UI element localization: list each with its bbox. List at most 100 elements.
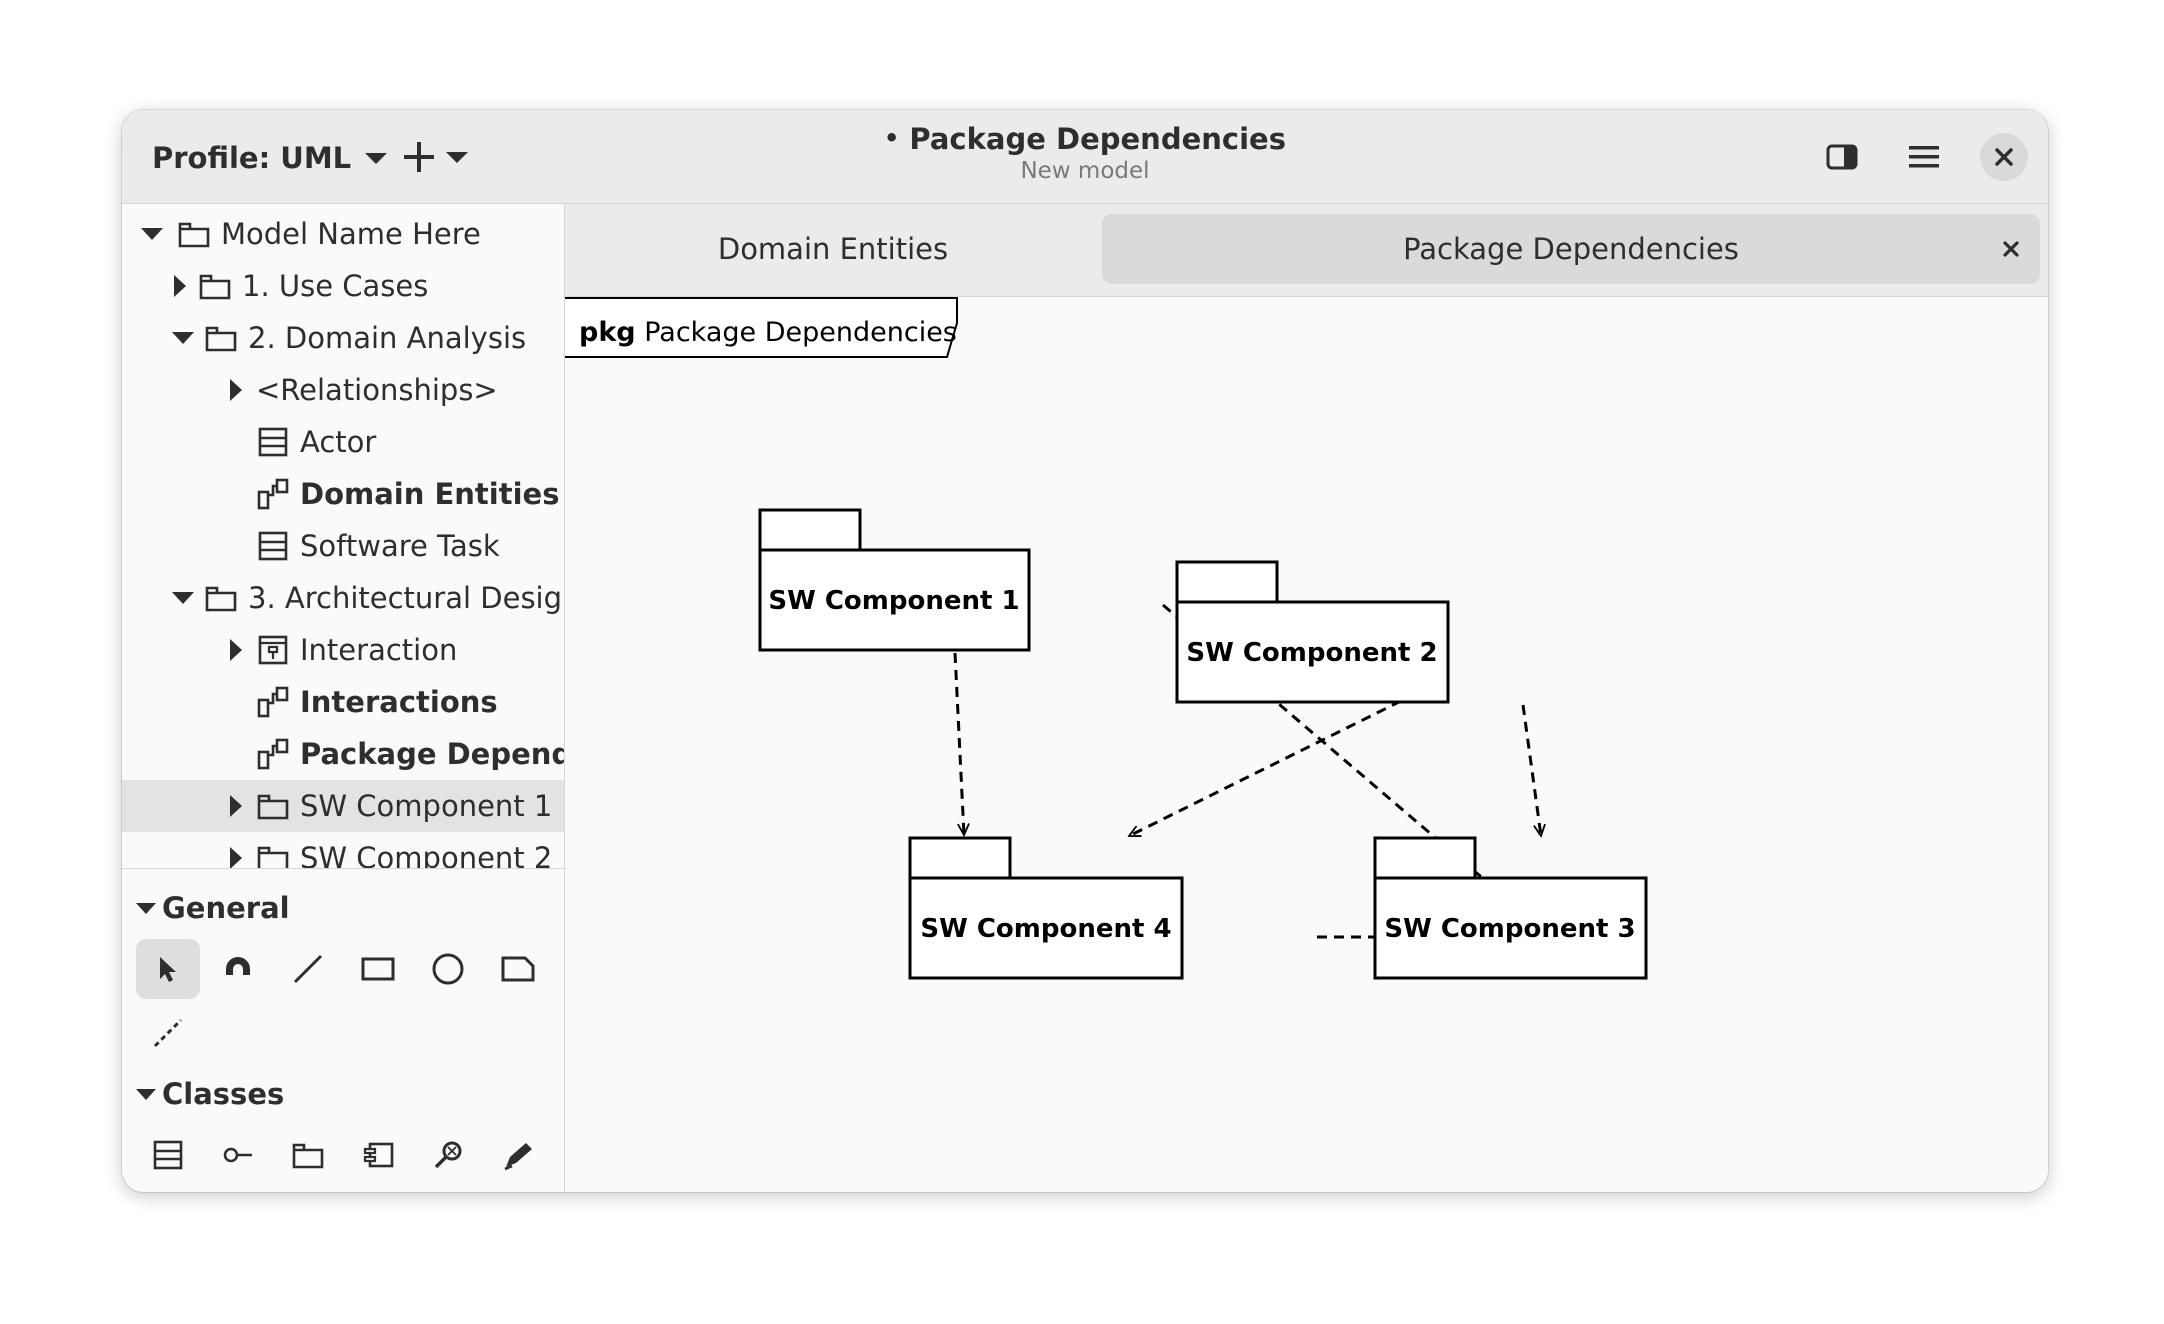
line-tool[interactable] (276, 939, 340, 999)
sidebar: Model Name Here 1. Use Cases 2. Domain A… (122, 204, 565, 1192)
toolbox-section-general[interactable]: General (136, 891, 290, 925)
package-sw-component-4[interactable]: SW Component 4 (908, 836, 1184, 980)
dependency-c2-c3[interactable] (1521, 704, 1541, 836)
package-icon (292, 1143, 324, 1169)
box-tool[interactable] (346, 939, 410, 999)
chevron-down-icon (365, 152, 388, 164)
close-icon (2003, 241, 2019, 257)
chevron-right-icon[interactable] (230, 639, 242, 661)
tree-item-label: Interaction (300, 633, 458, 667)
tree-item-software-task[interactable]: Software Task (122, 520, 564, 572)
tree-item-sw-component-2[interactable]: SW Component 2 (122, 832, 564, 868)
class-tool[interactable] (136, 1125, 200, 1185)
diagram-icon (256, 477, 290, 511)
tree-item-architectural-design[interactable]: 3. Architectural Design (122, 572, 564, 624)
tree-item-interaction[interactable]: Interaction (122, 624, 564, 676)
main-menu-button[interactable] (1904, 137, 1944, 177)
tree-item-actor[interactable]: Actor (122, 416, 564, 468)
package-sw-component-2[interactable]: SW Component 2 (1175, 560, 1450, 704)
pointer-tool[interactable] (136, 939, 200, 999)
tree-item-label: Package Dependencies (300, 737, 564, 771)
sidebar-toggle-icon (1826, 144, 1858, 170)
plus-icon (404, 142, 434, 172)
tree-item-label: 2. Domain Analysis (248, 321, 527, 355)
folder-icon (204, 581, 238, 615)
diagram-icon (256, 685, 290, 719)
tree-item-domain-analysis[interactable]: 2. Domain Analysis (122, 312, 564, 364)
frame-name: Package Dependencies (644, 317, 957, 348)
frame-label-box (565, 297, 958, 358)
tree-item-label: 1. Use Cases (242, 269, 429, 303)
toolbox: General (122, 869, 564, 1192)
tree-item-label: Interactions (300, 685, 498, 719)
add-diagram-button[interactable] (404, 134, 468, 180)
package-name: SW Component 1 (768, 586, 1019, 616)
magnet-icon (226, 957, 250, 979)
class-icon (153, 1140, 183, 1170)
sidebar-toggle-button[interactable] (1822, 137, 1862, 177)
package-sw-component-1[interactable]: SW Component 1 (758, 508, 1031, 652)
dependency-c2-c4[interactable] (1129, 699, 1402, 838)
ellipse-tool[interactable] (416, 939, 480, 999)
interface-tool[interactable] (206, 1125, 270, 1185)
chevron-down-icon (136, 1088, 156, 1100)
folder-icon (177, 217, 211, 251)
interaction-icon (256, 633, 290, 667)
diagram-canvas[interactable]: pkg Package Dependencies SW Component 1 (565, 297, 2048, 1192)
comment-tool[interactable] (486, 939, 550, 999)
chevron-down-icon[interactable] (172, 592, 194, 604)
pen-tool[interactable] (486, 1125, 550, 1185)
chevron-right-icon[interactable] (230, 847, 242, 868)
app-window: Profile: UML •Package Dependencies New m… (122, 110, 2048, 1192)
folder-icon (256, 789, 290, 823)
chevron-down-icon[interactable] (172, 332, 194, 344)
component-tool[interactable] (346, 1125, 410, 1185)
sidebar-divider (122, 868, 564, 869)
folder-icon (198, 269, 232, 303)
tab-close-button[interactable] (1996, 234, 2026, 264)
tree-item-interactions[interactable]: Interactions (122, 676, 564, 728)
toolbox-section-classes[interactable]: Classes (136, 1077, 284, 1111)
chevron-right-icon[interactable] (174, 275, 186, 297)
tree-item-use-cases[interactable]: 1. Use Cases (122, 260, 564, 312)
ellipse-icon (432, 953, 464, 985)
close-icon (1995, 148, 2013, 166)
dependency-c1-c4[interactable] (953, 652, 964, 835)
box-icon (361, 957, 395, 981)
tree-item-label: Model Name Here (221, 217, 481, 251)
window-close-button[interactable] (1980, 133, 2028, 181)
tree-item-model-root[interactable]: Model Name Here (122, 208, 564, 260)
package-name: SW Component 2 (1186, 638, 1437, 668)
magnet-tool[interactable] (206, 939, 270, 999)
window-title-area: •Package Dependencies New model (785, 122, 1385, 184)
comment-line-tool[interactable] (136, 1003, 200, 1063)
chevron-down-icon[interactable] (141, 228, 163, 240)
diagram-area: Domain Entities Package Dependencies pkg… (565, 204, 2048, 1192)
diagram-icon (256, 737, 290, 771)
package-sw-component-3[interactable]: SW Component 3 (1373, 836, 1648, 980)
component-icon (363, 1142, 394, 1168)
frame-keyword: pkg (579, 317, 636, 348)
tab-package-dependencies[interactable]: Package Dependencies (1102, 214, 2040, 284)
chevron-down-icon (136, 902, 156, 914)
tree-item-relationships[interactable]: <Relationships> (122, 364, 564, 416)
profile-dropdown[interactable]: Profile: UML (152, 138, 388, 178)
tab-domain-entities[interactable]: Domain Entities (573, 214, 1093, 284)
tree-item-label: Actor (300, 425, 377, 459)
tree-item-sw-component-1[interactable]: SW Component 1 (122, 780, 564, 832)
window-subtitle: New model (1020, 158, 1150, 184)
tab-label: Domain Entities (717, 232, 949, 266)
chevron-right-icon[interactable] (230, 379, 242, 401)
interface-icon (223, 1147, 252, 1163)
tree-item-label: 3. Architectural Design (248, 581, 564, 615)
package-tool[interactable] (276, 1125, 340, 1185)
folder-icon (204, 321, 238, 355)
search-tool[interactable] (416, 1125, 480, 1185)
tree-item-label: Domain Entities (300, 477, 560, 511)
chevron-right-icon[interactable] (230, 795, 242, 817)
tree-item-domain-entities[interactable]: Domain Entities (122, 468, 564, 520)
window-title-text: Package Dependencies (909, 122, 1286, 156)
frame-label: pkg Package Dependencies (579, 317, 957, 348)
diagram-svg: pkg Package Dependencies SW Component 1 (565, 297, 1648, 980)
tree-item-package-dependencies[interactable]: Package Dependencies (122, 728, 564, 780)
